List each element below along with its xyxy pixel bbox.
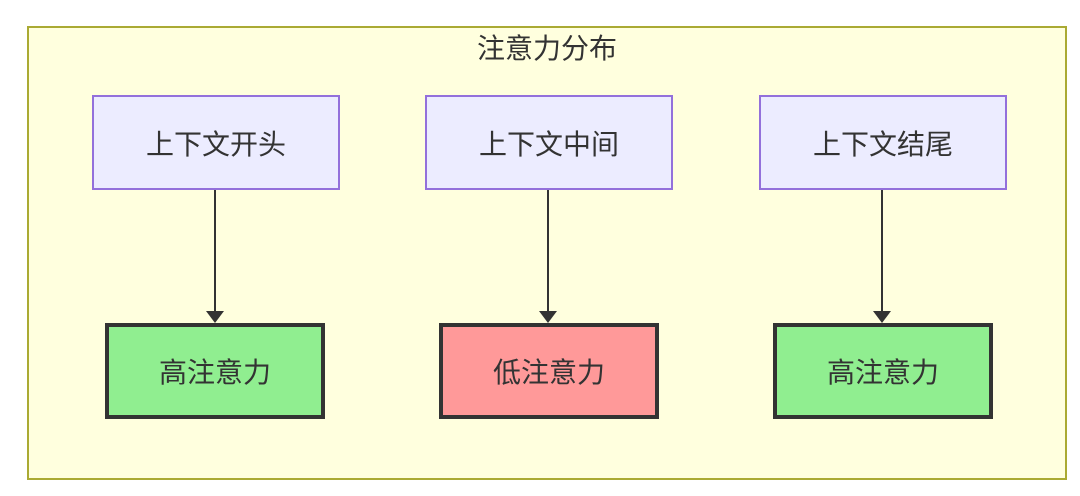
node-low-attention: 低注意力: [439, 323, 659, 419]
diagram-title: 注意力分布: [476, 33, 617, 64]
attention-distribution-container: 注意力分布 上下文开头 高注意力 上下文中间 低注意力 上下文结尾: [27, 26, 1067, 480]
arrow-down-icon-2: [539, 311, 557, 323]
arrow-line-3: [881, 190, 883, 311]
node-context-start: 上下文开头: [92, 95, 340, 190]
node-high-attention-1-label: 高注意力: [158, 357, 271, 388]
node-context-end: 上下文结尾: [759, 95, 1007, 190]
arrow-line-2: [547, 190, 549, 311]
node-context-middle: 上下文中间: [425, 95, 673, 190]
node-high-attention-1: 高注意力: [105, 323, 325, 419]
arrow-line-1: [214, 190, 216, 311]
node-high-attention-2: 高注意力: [773, 323, 993, 419]
node-context-end-label: 上下文结尾: [812, 128, 953, 160]
node-low-attention-label: 低注意力: [492, 357, 605, 388]
node-context-middle-label: 上下文中间: [478, 128, 619, 160]
node-context-start-label: 上下文开头: [145, 128, 286, 160]
node-high-attention-2-label: 高注意力: [826, 357, 939, 388]
arrow-down-icon-1: [206, 311, 224, 323]
arrow-down-icon-3: [873, 311, 891, 323]
